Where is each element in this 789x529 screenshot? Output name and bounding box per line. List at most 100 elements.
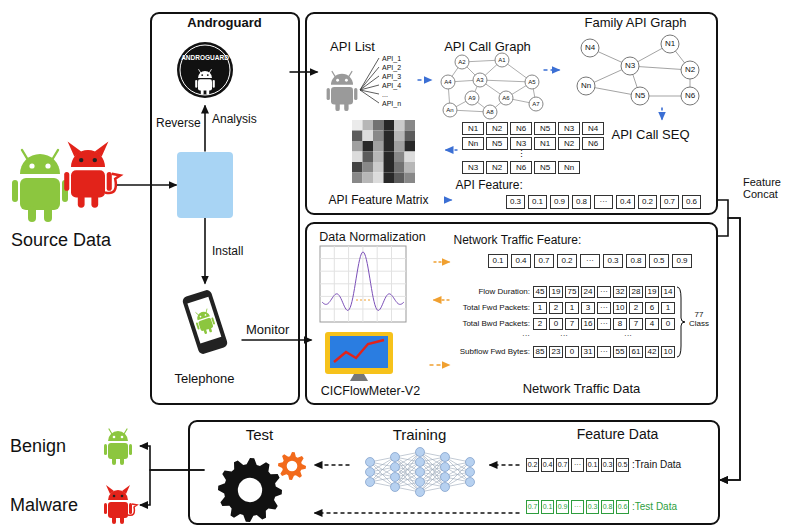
neural-network — [366, 478, 375, 487]
vector-cell: 0.7 — [534, 254, 554, 268]
node-text: Benign — [10, 436, 100, 457]
flow-arrow — [140, 446, 205, 470]
heatmap — [373, 162, 384, 173]
android-icon — [12, 180, 18, 202]
heatmap — [352, 162, 363, 173]
android-icon — [104, 429, 137, 524]
vector-cell: 0.7 — [556, 458, 569, 472]
neural-network — [391, 453, 400, 462]
androguard-logo — [180, 45, 230, 95]
api-name: API_n — [382, 99, 418, 108]
graph-node-label: A7 — [529, 100, 543, 108]
network-figure: Training — [350, 424, 490, 504]
node-text: Malware — [10, 495, 100, 516]
androguard-logo — [213, 80, 215, 88]
table-cell: ··· — [597, 302, 611, 314]
vector-cell: N2 — [486, 122, 508, 135]
vector-cell: 0.3 — [601, 458, 614, 472]
heatmap — [394, 152, 405, 163]
api-list-icon — [345, 79, 348, 82]
android-icon — [68, 141, 109, 156]
android-icon — [78, 194, 85, 208]
heatmap — [373, 152, 384, 163]
neural-network — [416, 458, 425, 467]
android-icon — [129, 444, 132, 455]
flow-arrow — [446, 199, 452, 201]
vector-cell: N5 — [486, 137, 508, 150]
heatmap — [405, 131, 416, 142]
table-cell: 45 — [533, 286, 547, 298]
neural-network — [366, 468, 375, 477]
graph-node-label: A2 — [455, 58, 469, 66]
graph-node-label: A1 — [495, 56, 509, 64]
flow-arrow — [315, 512, 520, 514]
ide-icon — [177, 152, 233, 218]
panel-box: API ListAPI Call GraphFamily API GraphAP… — [305, 12, 718, 215]
ellipsis: ··· — [452, 331, 530, 341]
neural-network — [466, 478, 475, 487]
flow-arrow — [434, 299, 450, 301]
node-text: Telephone — [168, 372, 242, 387]
vector-cell: 0.1 — [488, 254, 508, 268]
call-graph — [441, 53, 543, 119]
row-caption: :Test Data — [632, 500, 712, 514]
neural-network — [416, 488, 425, 497]
android-icon — [91, 194, 98, 208]
heatmap — [363, 141, 374, 152]
phone-icon — [181, 289, 228, 355]
node-text: Androguard — [160, 16, 290, 31]
vector-cell: N6 — [510, 122, 532, 135]
vector-cell: Nn — [558, 161, 580, 174]
android-icon — [108, 502, 128, 518]
family-graph — [681, 87, 699, 105]
vector-cell: 0.3 — [586, 500, 599, 514]
vector-cell: N6 — [582, 137, 604, 150]
android-icon — [112, 516, 116, 524]
api-name: API_2 — [382, 63, 418, 72]
vector-cell: 0.1 — [541, 500, 554, 514]
vector-cell: 0.6 — [682, 195, 701, 209]
api-list: API List — [318, 40, 418, 112]
call-graph — [499, 91, 513, 105]
graph-node-label: N5 — [631, 91, 649, 101]
graph-node-label: Nn — [577, 81, 595, 91]
vector-cell: 0.9 — [556, 500, 569, 514]
android-icon — [113, 436, 116, 439]
result-node: Malware — [8, 484, 140, 526]
normalization-chart — [320, 309, 406, 310]
table-cell: 10 — [613, 302, 627, 314]
gear-icon — [287, 461, 298, 472]
heatmap — [405, 152, 416, 163]
table-cell: 0 — [661, 318, 675, 330]
flow-arrow — [204, 106, 206, 152]
vector-cell: 0.2 — [557, 254, 577, 268]
graph-node-label: N1 — [661, 39, 679, 49]
heatmap — [384, 120, 395, 131]
monitor-icon — [334, 340, 384, 362]
call-graph — [465, 91, 479, 105]
heatmap — [363, 162, 374, 173]
table-cell: 0 — [565, 346, 579, 358]
androguard-logo — [199, 70, 212, 74]
flow-arrow — [446, 149, 458, 151]
table-cell: 75 — [565, 286, 579, 298]
phone-icon — [181, 289, 228, 355]
androguard-logo — [195, 70, 215, 95]
heatmap — [352, 152, 363, 163]
vector-cell: 0.3 — [506, 195, 525, 209]
node-text: Network Traffic Data — [450, 382, 714, 397]
vector-cell: N5 — [534, 122, 556, 135]
flow-arrow — [544, 69, 560, 71]
vector-cell: ··· — [571, 500, 584, 514]
gear-icon — [238, 478, 262, 502]
android-icon — [79, 158, 83, 162]
gear-icon — [218, 458, 282, 522]
graph-node-label: N2 — [681, 65, 699, 75]
call-graph — [480, 80, 532, 82]
android-icon — [109, 429, 127, 434]
flow-arrow — [718, 218, 740, 480]
neural-network — [366, 448, 475, 497]
phone-icon — [203, 329, 207, 335]
node-text: Source Data — [5, 230, 117, 251]
table-cell: 28 — [629, 286, 643, 298]
